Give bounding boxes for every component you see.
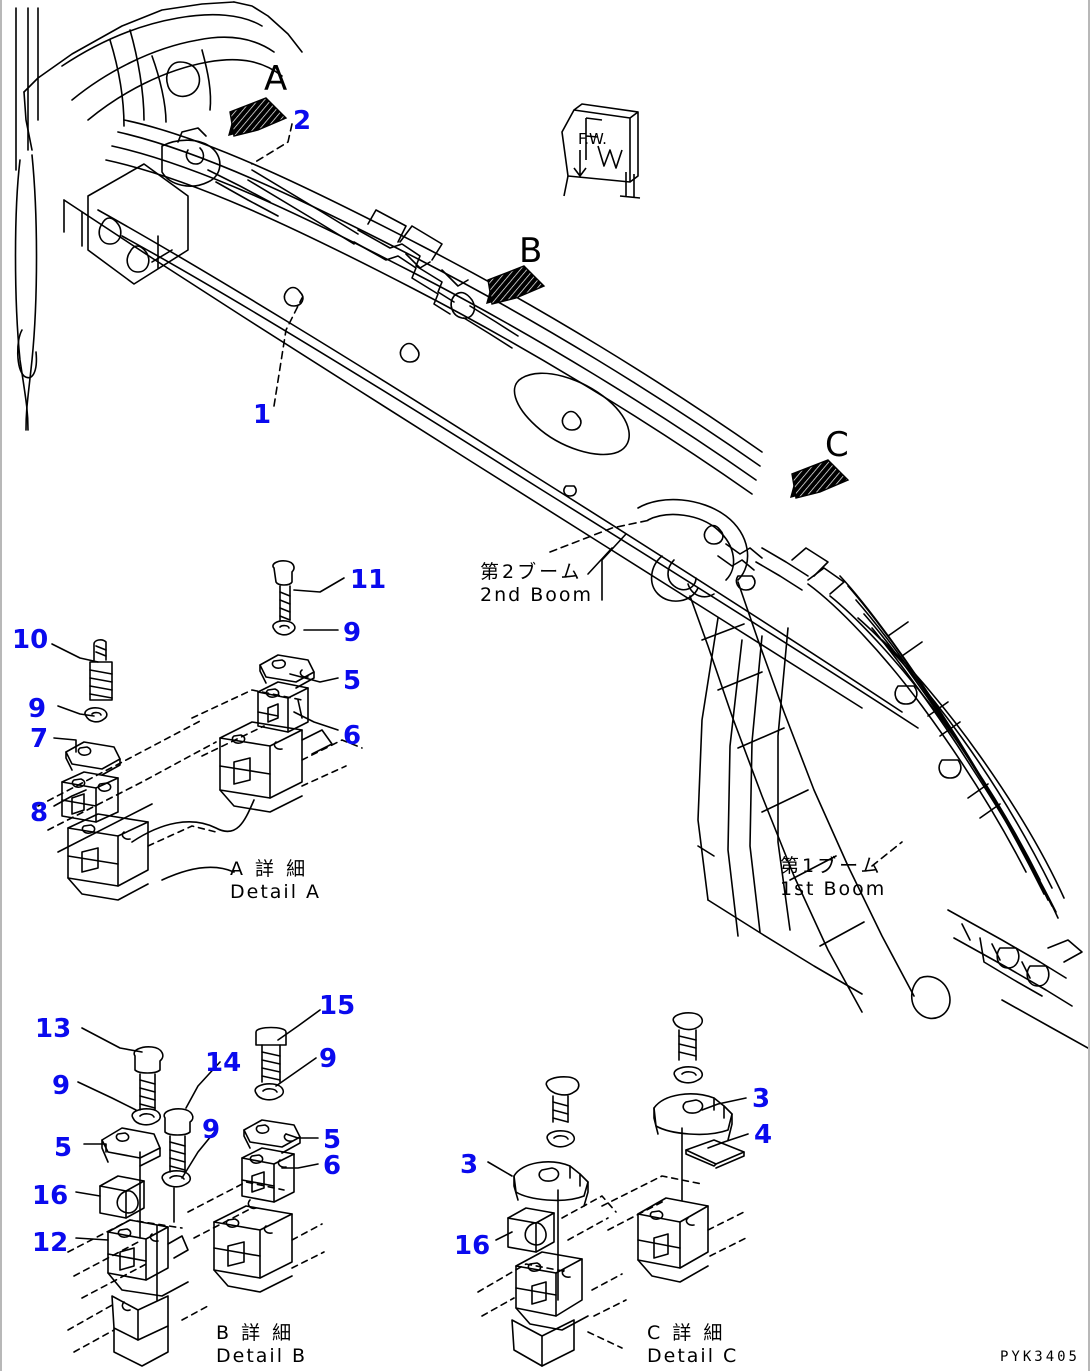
label-2nd-boom: 第2ブーム 2nd Boom	[480, 561, 593, 607]
detail-c-title-ja: C 詳 細	[647, 1322, 726, 1344]
label-2nd-boom-en: 2nd Boom	[480, 584, 594, 607]
callout-detail-a-11[interactable]: 11	[350, 565, 387, 595]
callout-detail-a-9-right[interactable]: 9	[343, 618, 362, 648]
label-1st-boom: 第1ブーム 1st Boom	[780, 855, 886, 901]
section-arrow-b	[486, 265, 546, 305]
callout-detail-c-3-right[interactable]: 3	[752, 1084, 771, 1114]
detail-b-title: B 詳 細 Detail B	[216, 1322, 307, 1368]
label-1st-boom-en: 1st Boom	[780, 878, 887, 901]
section-mark-a-label: A	[264, 59, 288, 99]
callout-detail-b-5-left[interactable]: 5	[54, 1133, 73, 1163]
section-arrow-a	[228, 97, 288, 137]
section-mark-c-label: C	[825, 425, 849, 465]
detail-a-title-ja: A 詳 細	[230, 858, 309, 880]
callout-detail-c-16[interactable]: 16	[454, 1231, 491, 1261]
callout-detail-a-10[interactable]: 10	[12, 625, 49, 655]
detail-b-title-en: Detail B	[216, 1345, 308, 1368]
callout-detail-c-4[interactable]: 4	[754, 1120, 773, 1150]
label-2nd-boom-ja: 第2ブーム	[480, 561, 583, 583]
drawing-number: PYK3405	[999, 1349, 1080, 1365]
detail-b-title-ja: B 詳 細	[216, 1322, 295, 1344]
detail-c-title-en: Detail C	[647, 1345, 739, 1368]
callout-detail-a-9-left[interactable]: 9	[28, 694, 47, 724]
detail-c-title: C 詳 細 Detail C	[647, 1322, 738, 1368]
detail-a-title-en: Detail A	[230, 881, 322, 904]
callout-detail-b-6[interactable]: 6	[323, 1151, 342, 1181]
callout-main-1[interactable]: 1	[253, 400, 272, 430]
callout-detail-a-7[interactable]: 7	[30, 724, 49, 754]
label-1st-boom-ja: 第1ブーム	[780, 855, 883, 877]
callout-detail-b-14[interactable]: 14	[205, 1048, 242, 1078]
callout-detail-a-6[interactable]: 6	[343, 721, 362, 751]
fw-direction-label: F.W.	[578, 130, 607, 148]
callout-detail-b-9-left[interactable]: 9	[52, 1071, 71, 1101]
callout-detail-b-15[interactable]: 15	[319, 991, 356, 1021]
callout-detail-b-12[interactable]: 12	[32, 1228, 69, 1258]
callout-detail-b-16[interactable]: 16	[32, 1181, 69, 1211]
callout-detail-a-5[interactable]: 5	[343, 666, 362, 696]
section-arrow-c	[790, 459, 850, 499]
callout-detail-b-13[interactable]: 13	[35, 1014, 72, 1044]
callout-main-2[interactable]: 2	[293, 106, 312, 136]
callout-detail-b-9-right[interactable]: 9	[319, 1044, 338, 1074]
section-mark-b-label: B	[519, 231, 543, 271]
callout-detail-c-3-left[interactable]: 3	[460, 1150, 479, 1180]
callout-detail-b-9-mid[interactable]: 9	[202, 1115, 221, 1145]
detail-a-title: A 詳 細 Detail A	[230, 858, 321, 904]
callout-detail-a-8[interactable]: 8	[30, 798, 49, 828]
callout-detail-b-5-right[interactable]: 5	[323, 1125, 342, 1155]
